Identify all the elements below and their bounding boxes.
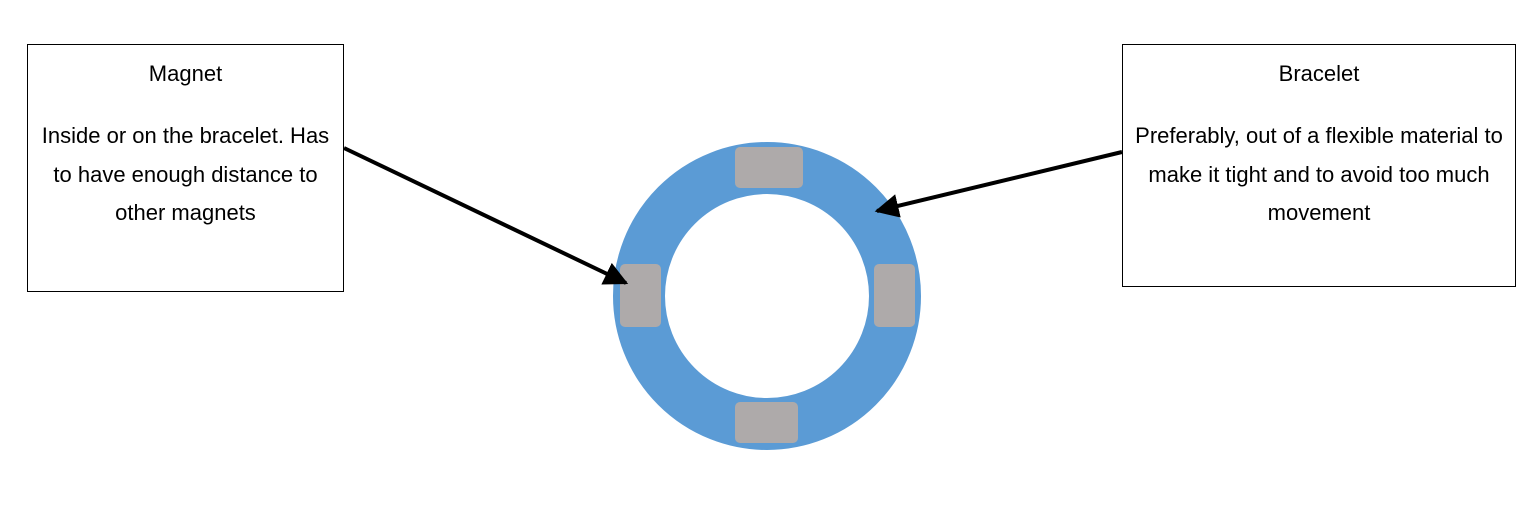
bracelet-ring	[613, 142, 921, 450]
magnet-left	[620, 264, 661, 327]
magnet-right	[874, 264, 915, 327]
magnet-callout-title: Magnet	[148, 61, 223, 86]
bracelet-callout-description: Preferably, out of a flexible material t…	[1135, 123, 1503, 225]
bracelet-arrow	[874, 150, 1123, 218]
magnet-bottom	[735, 402, 798, 443]
bracelet-callout: Bracelet Preferably, out of a flexible m…	[1122, 44, 1516, 287]
magnet-callout-description: Inside or on the bracelet. Has to have e…	[41, 123, 330, 225]
magnet-callout: Magnet Inside or on the bracelet. Has to…	[27, 44, 344, 292]
magnet-top	[735, 147, 803, 188]
bracelet-callout-title: Bracelet	[1278, 61, 1360, 86]
magnet-arrow	[343, 146, 629, 285]
